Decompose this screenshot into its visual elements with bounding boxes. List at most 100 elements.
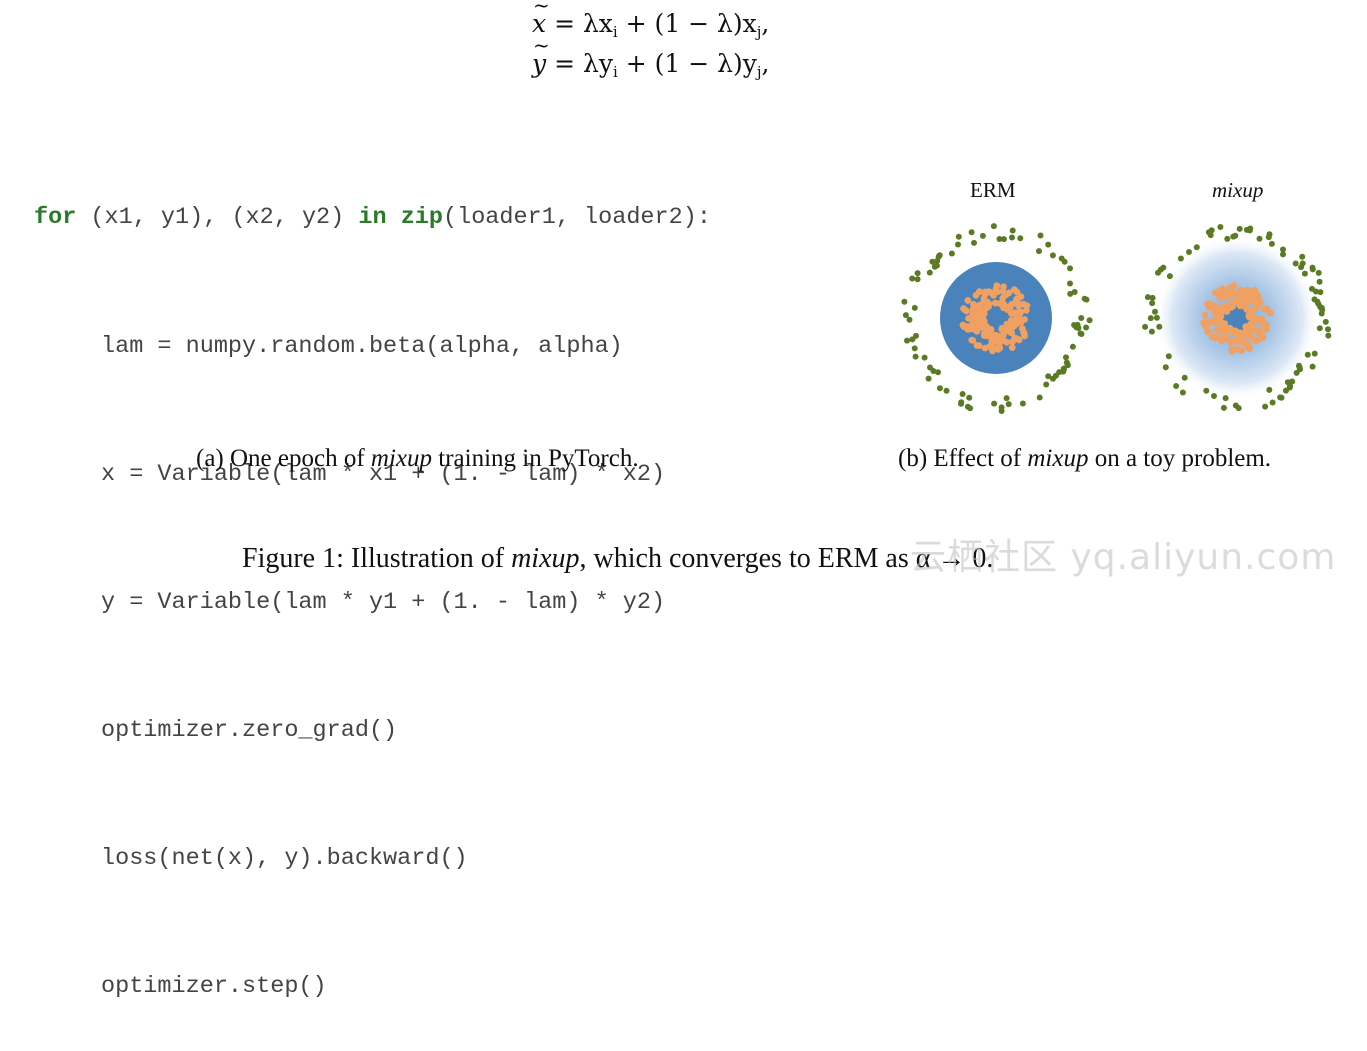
mixup-orange-point <box>1245 328 1252 335</box>
erm-orange-point <box>976 301 984 309</box>
mixup-orange-point <box>1248 321 1256 329</box>
keyword-zip: zip <box>400 204 443 232</box>
erm-orange-point <box>1017 293 1025 300</box>
erm-orange-point <box>1007 302 1015 309</box>
erm-green-point <box>990 223 997 230</box>
erm-green-point <box>1083 296 1090 303</box>
mixup-orange-point <box>1236 288 1244 296</box>
erm-green-point <box>1060 366 1067 373</box>
erm-green-point <box>1043 381 1050 388</box>
mixup-green-point <box>1157 266 1164 273</box>
mixup-orange-point <box>1229 302 1237 310</box>
watermark: 云栖社区 yq.aliyun.com <box>910 537 1337 578</box>
erm-green-point <box>906 316 913 323</box>
mixup-green-point <box>1153 314 1160 321</box>
figure-caption-italic: mixup <box>511 543 580 574</box>
mixup-green-point <box>1317 289 1324 296</box>
erm-green-point <box>1045 373 1052 380</box>
pytorch-code-listing: for (x1, y1), (x2, y2) in zip(loader1, l… <box>34 112 711 1051</box>
erm-green-point <box>1083 324 1090 331</box>
mixup-green-point <box>1149 294 1156 301</box>
mixup-green-point <box>1269 399 1276 406</box>
erm-orange-point <box>969 337 977 344</box>
mixup-orange-point <box>1212 326 1220 334</box>
mixup-orange-point <box>1230 282 1238 290</box>
erm-green-point <box>902 312 909 319</box>
erm-green-points <box>901 223 1093 414</box>
erm-green-point <box>1009 227 1016 234</box>
mixup-green-point <box>1316 325 1323 332</box>
erm-green-point <box>1036 394 1043 401</box>
mixup-green-point <box>1262 403 1269 410</box>
erm-green-point <box>1003 395 1010 402</box>
eq2-sub-j: j <box>756 63 762 81</box>
mixup-green-point <box>1298 264 1305 271</box>
mixup-orange-point <box>1226 324 1234 332</box>
erm-green-point <box>921 354 928 361</box>
code-line-1-part1: (x1, y1), (x2, y2) <box>76 204 359 232</box>
mixup-green-point <box>1222 395 1229 402</box>
mixup-orange-point <box>1255 328 1263 336</box>
mixup-orange-point <box>1201 311 1209 319</box>
erm-green-point <box>955 241 961 248</box>
eq2-lhs: y <box>532 25 550 84</box>
mixup-orange-point <box>1204 300 1212 308</box>
erm-orange-point <box>1022 307 1030 314</box>
mixup-green-point <box>1280 251 1286 258</box>
erm-orange-point <box>998 325 1006 332</box>
mixup-green-point <box>1311 350 1318 357</box>
erm-green-point <box>913 332 919 339</box>
erm-orange-point <box>1015 302 1022 310</box>
erm-green-point <box>934 257 941 264</box>
mixup-orange-point <box>1251 336 1259 344</box>
erm-orange-point <box>1015 314 1023 322</box>
mixup-green-point <box>1144 294 1151 301</box>
erm-green-point <box>1064 362 1071 369</box>
mixup-green-point <box>1289 378 1296 385</box>
mixup-green-point <box>1287 383 1294 390</box>
mixup-green-point <box>1181 374 1188 381</box>
code-line-1-part2: (loader1, loader2): <box>443 204 711 232</box>
mixup-green-point <box>1224 235 1231 242</box>
erm-green-point <box>1017 235 1024 242</box>
mixup-orange-point <box>1246 345 1253 353</box>
erm-green-point <box>912 353 919 360</box>
code-line-4: y = Variable(lam * y1 + (1. - lam) * y2) <box>101 588 666 616</box>
erm-orange-point <box>993 282 1001 290</box>
mixup-orange-point <box>1210 302 1218 309</box>
mixup-orange-point <box>1252 289 1259 296</box>
erm-orange-point <box>982 304 989 312</box>
mixup-orange-point <box>1243 306 1251 313</box>
mixup-green-point <box>1193 244 1200 251</box>
erm-orange-point <box>973 342 981 349</box>
erm-orange-point <box>969 300 977 308</box>
erm-orange-point <box>981 344 989 352</box>
erm-green-point <box>911 304 918 311</box>
eq1-sub-i: i <box>612 23 618 41</box>
erm-green-point <box>1069 343 1076 350</box>
mixup-green-point <box>1147 315 1154 322</box>
erm-panel <box>901 223 1093 414</box>
mixup-green-point <box>1304 351 1311 358</box>
mixup-green-point <box>1268 240 1275 247</box>
erm-orange-point <box>1000 304 1007 312</box>
mixup-orange-point <box>1221 327 1229 335</box>
erm-green-point <box>1005 401 1012 408</box>
erm-orange-point <box>989 347 996 355</box>
erm-green-point <box>936 252 943 259</box>
mixup-orange-point <box>1233 329 1241 337</box>
mixup-green-point <box>1309 363 1316 370</box>
erm-green-point <box>1071 289 1078 295</box>
caption-b-suffix: on a toy problem. <box>1088 445 1272 472</box>
eq1-rhs-a: = λx <box>554 9 613 38</box>
mixup-green-point <box>1166 273 1173 280</box>
mixup-orange-point <box>1236 302 1244 310</box>
mixup-orange-point <box>1227 339 1235 347</box>
erm-orange-point <box>1008 324 1016 332</box>
mixup-green-point <box>1235 405 1242 412</box>
code-line-7: optimizer.step() <box>101 973 327 1001</box>
mixup-green-point <box>1156 323 1163 330</box>
mixup-orange-point <box>1231 291 1239 299</box>
erm-green-point <box>996 236 1003 242</box>
erm-orange-point <box>973 328 981 335</box>
